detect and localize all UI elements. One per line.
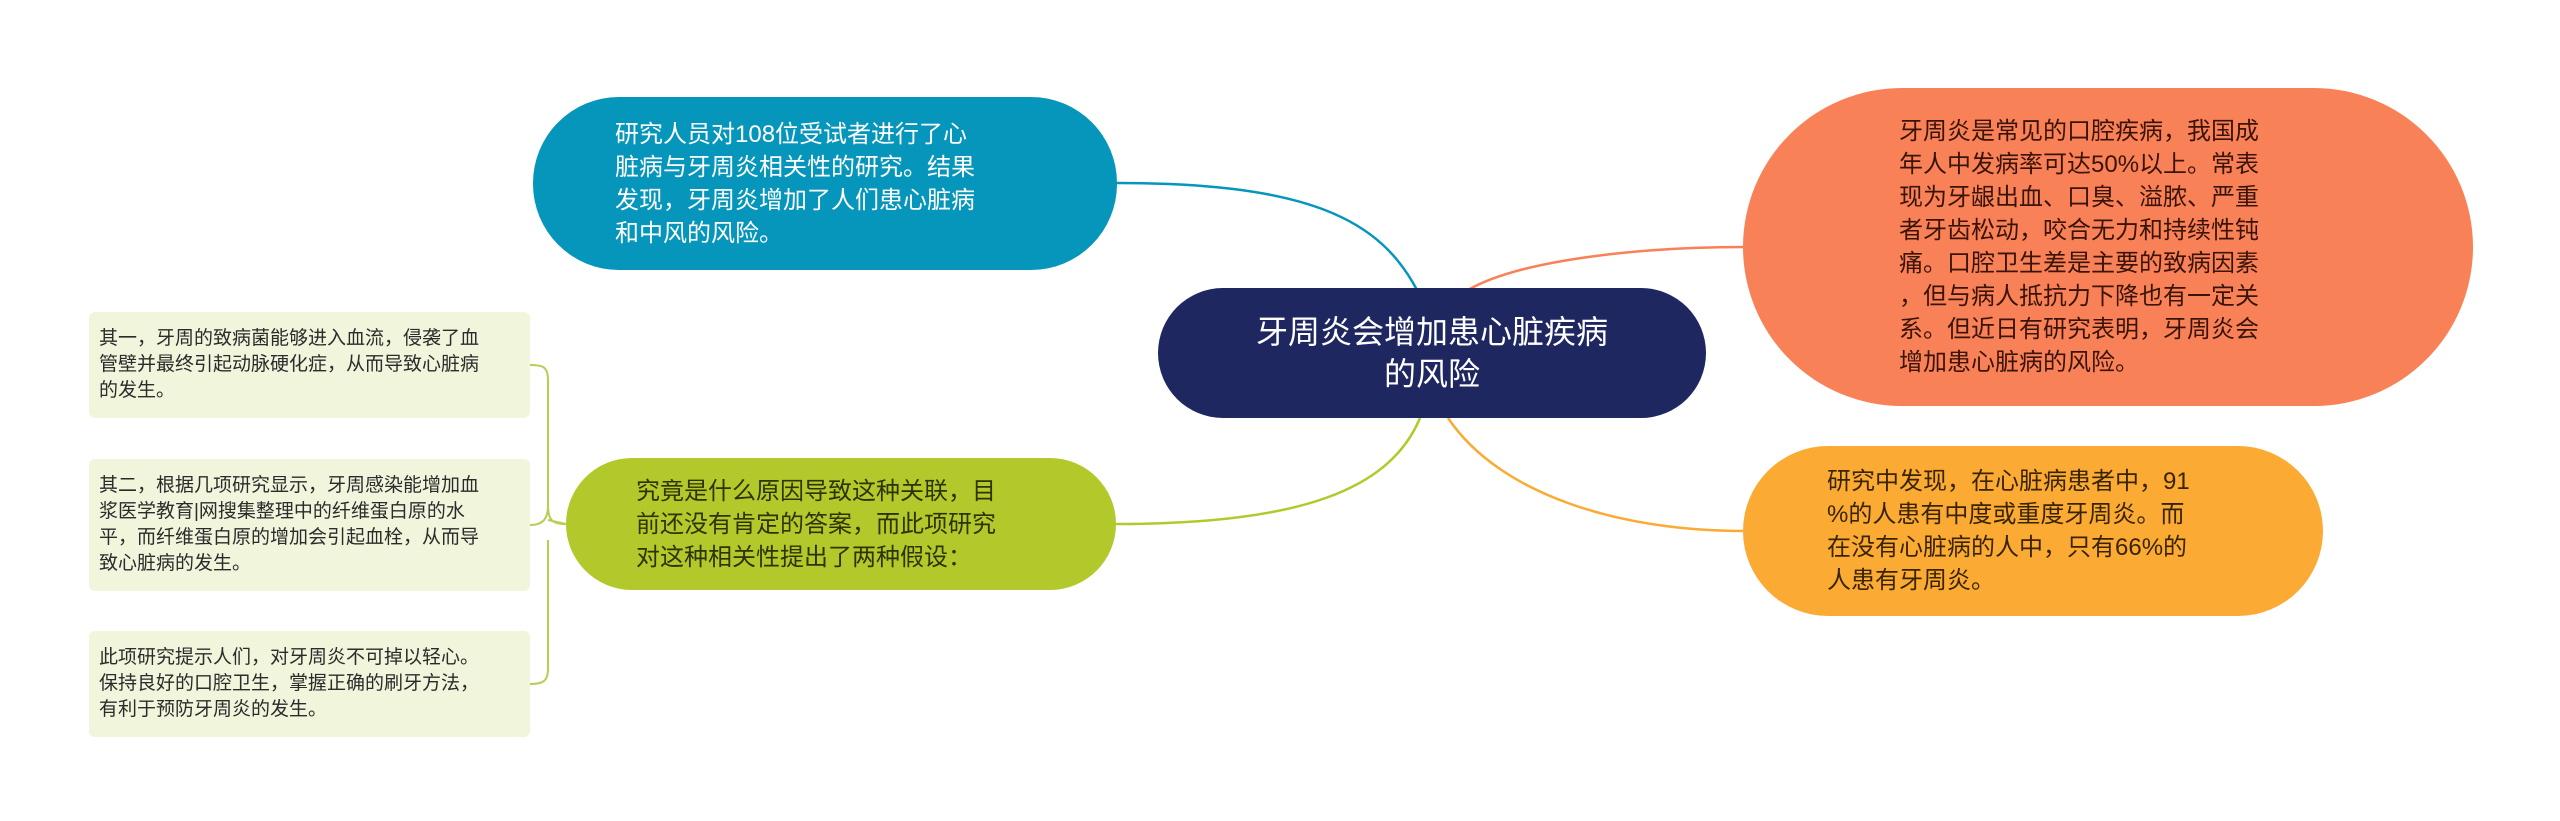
topic-cause-text: 究竟是什么原因导致这种关联，目 前还没有肯定的答案，而此项研究 对这种相关性提出…: [636, 477, 996, 571]
connector-leaf-bracket: [529, 364, 567, 685]
connector-red: [1467, 245, 1744, 292]
topic-statistics[interactable]: 研究中发现，在心脏病患者中，91 %的人患有中度或重度牙周炎。而 在没有心脏病的…: [1743, 446, 2323, 616]
subtopic-advice-text: 此项研究提示人们，对牙周炎不可掉以轻心。 保持良好的口腔卫生，掌握正确的刷牙方法…: [99, 647, 480, 720]
topic-cause-hypotheses[interactable]: 究竟是什么原因导致这种关联，目 前还没有肯定的答案，而此项研究 对这种相关性提出…: [566, 458, 1116, 590]
subtopic-advice[interactable]: 此项研究提示人们，对牙周炎不可掉以轻心。 保持良好的口腔卫生，掌握正确的刷牙方法…: [89, 631, 530, 737]
topic-periodontitis-overview[interactable]: 牙周炎是常见的口腔疾病，我国成 年人中发病率可达50%以上。常表 现为牙龈出血、…: [1743, 88, 2473, 406]
connector-blue: [1116, 181, 1419, 291]
subtopic-hypothesis-one-text: 其一，牙周的致病菌能够进入血流，侵袭了血 管壁并最终引起动脉硬化症，从而导致心脏…: [99, 328, 480, 401]
subtopic-hypothesis-two-text: 其二，根据几项研究显示，牙周感染能增加血 浆医学教育|网搜集整理中的纤维蛋白原的…: [99, 475, 480, 574]
topic-overview-text: 牙周炎是常见的口腔疾病，我国成 年人中发病率可达50%以上。常表 现为牙龈出血、…: [1899, 118, 2260, 376]
connector-green: [1115, 417, 1422, 526]
connector-orange: [1446, 417, 1744, 533]
subtopic-hypothesis-two[interactable]: 其二，根据几项研究显示，牙周感染能增加血 浆医学教育|网搜集整理中的纤维蛋白原的…: [89, 459, 530, 591]
topic-statistics-text: 研究中发现，在心脏病患者中，91 %的人患有中度或重度牙周炎。而 在没有心脏病的…: [1827, 468, 2190, 594]
subtopic-hypothesis-one[interactable]: 其一，牙周的致病菌能够进入血流，侵袭了血 管壁并最终引起动脉硬化症，从而导致心脏…: [89, 312, 530, 418]
central-topic[interactable]: 牙周炎会增加患心脏疾病 的风险: [1158, 288, 1706, 418]
topic-study-text: 研究人员对108位受试者进行了心 脏病与牙周炎相关性的研究。结果 发现，牙周炎增…: [615, 120, 975, 247]
central-topic-text: 牙周炎会增加患心脏疾病 的风险: [1255, 314, 1608, 392]
topic-study-108-subjects[interactable]: 研究人员对108位受试者进行了心 脏病与牙周炎相关性的研究。结果 发现，牙周炎增…: [533, 97, 1117, 270]
